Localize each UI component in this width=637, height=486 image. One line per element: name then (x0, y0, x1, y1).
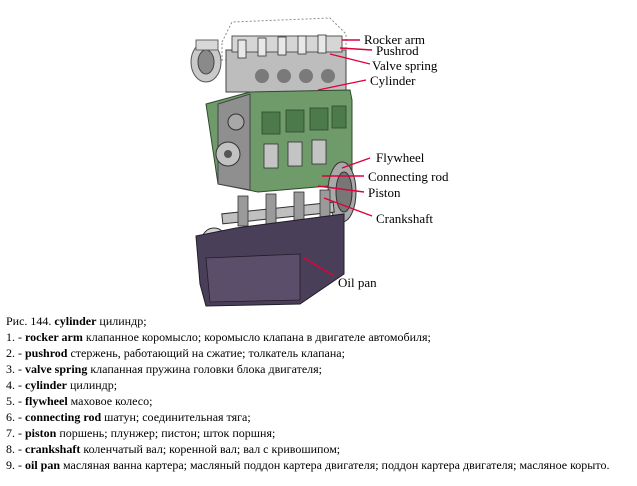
caption-item-number: 6. - (6, 410, 25, 424)
caption-item-definition: коленчатый вал; коренной вал; вал с крив… (80, 442, 341, 456)
front-pulleys (215, 113, 245, 167)
air-cleaner (190, 39, 222, 83)
caption-item: 1. - rocker arm клапанное коромысло; кор… (6, 329, 631, 345)
caption-item-number: 8. - (6, 442, 25, 456)
caption-item-number: 7. - (6, 426, 25, 440)
callout-piston: Piston (368, 185, 401, 200)
caption-item-term: crankshaft (25, 442, 81, 456)
caption-item: 3. - valve spring клапанная пружина голо… (6, 361, 631, 377)
caption-item-definition: цилиндр; (67, 378, 118, 392)
caption-item-term: valve spring (25, 362, 88, 376)
caption-item-number: 4. - (6, 378, 25, 392)
caption-item-term: cylinder (25, 378, 67, 392)
callout-flywheel: Flywheel (376, 150, 425, 165)
caption-item-number: 3. - (6, 362, 25, 376)
caption-title-rest: цилиндр; (96, 314, 147, 328)
callout-oil-pan: Oil pan (338, 275, 377, 290)
caption-item-definition: стержень, работающий на сжатие; толкател… (67, 346, 345, 360)
callout-pushrod: Pushrod (376, 43, 419, 58)
caption-item-definition: клапанное коромысло; коромысло клапана в… (82, 330, 431, 344)
cylinder-head (225, 34, 347, 93)
caption-item-term: rocker arm (25, 330, 83, 344)
caption-title-term: cylinder (54, 314, 97, 328)
caption-item-definition: шатун; соединительная тяга; (101, 410, 251, 424)
caption-item-number: 1. - (6, 330, 25, 344)
valve-cover-outline (221, 17, 347, 61)
caption-item-number: 5. - (6, 394, 25, 408)
caption-item-definition: клапанная пружина головки блока двигател… (87, 362, 323, 376)
caption-item-number: 9. - (6, 458, 25, 472)
engine-figure: Rocker arm Pushrod Valve spring Cylinder… (190, 17, 449, 307)
caption-title: Рис. 144. cylinder цилиндр; (6, 313, 631, 329)
caption-item: 2. - pushrod стержень, работающий на сжа… (6, 345, 631, 361)
caption-item-term: connecting rod (25, 410, 102, 424)
figure-caption: Рис. 144. cylinder цилиндр; 1. - rocker … (6, 313, 631, 473)
caption-item: 8. - crankshaft коленчатый вал; коренной… (6, 441, 631, 457)
callout-rocker-arm: Rocker arm (364, 32, 426, 47)
engine-block (205, 89, 353, 193)
callout-connecting-rod: Connecting rod (368, 169, 449, 184)
caption-item-number: 2. - (6, 346, 25, 360)
callout-crankshaft: Crankshaft (376, 211, 434, 226)
flywheel (327, 161, 357, 223)
caption-item-definition: масляная ванна картера; масляный поддон … (60, 458, 610, 472)
caption-item-definition: поршень; плунжер; пистон; шток поршня; (56, 426, 276, 440)
caption-item-term: piston (25, 426, 57, 440)
caption-item-term: pushrod (25, 346, 68, 360)
caption-item: 4. - cylinder цилиндр; (6, 377, 631, 393)
leader-lines (303, 39, 373, 277)
caption-item: 9. - oil pan масляная ванна картера; мас… (6, 457, 631, 473)
callout-valve-spring: Valve spring (372, 58, 438, 73)
caption-title-prefix: Рис. 144. (6, 314, 55, 328)
caption-item-term: flywheel (25, 394, 68, 408)
caption-item: 6. - connecting rod шатун; соединительна… (6, 409, 631, 425)
caption-item: 7. - piston поршень; плунжер; пистон; шт… (6, 425, 631, 441)
callout-cylinder: Cylinder (370, 73, 416, 88)
oil-pan (195, 213, 345, 307)
caption-item-definition: маховое колесо; (67, 394, 153, 408)
caption-item: 5. - flywheel маховое колесо; (6, 393, 631, 409)
caption-item-term: oil pan (25, 458, 61, 472)
engine-illustration (190, 17, 373, 307)
